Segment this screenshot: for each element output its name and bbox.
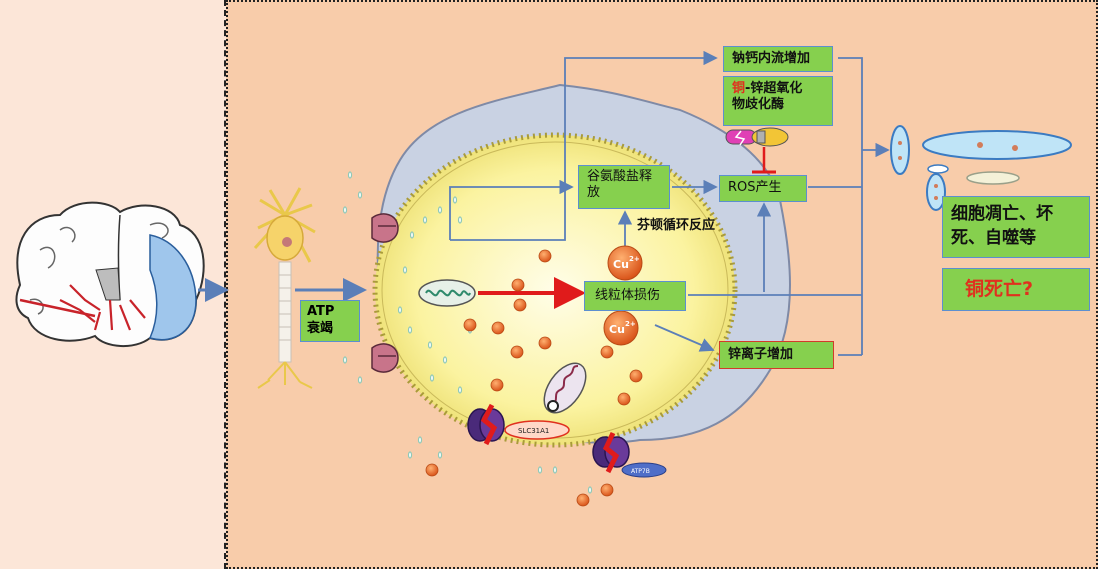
cell-death-line2: 死、自噬等 <box>951 227 1036 248</box>
brain-icon <box>15 201 205 348</box>
enzyme-icon <box>725 127 789 147</box>
slc31a1-label: SLC31A1 <box>518 427 549 435</box>
ros-label: ROS产生 <box>728 180 782 195</box>
fenton-reaction-label: 芬顿循环反应 <box>637 218 716 233</box>
na-ca-influx-label: 钠钙内流增加 <box>732 51 811 66</box>
sod-line1-rest: -锌超氧化 <box>745 81 803 96</box>
vesicle-dots <box>342 171 593 494</box>
na-ca-influx-box: 钠钙内流增加 <box>723 46 833 72</box>
cu-ion-label-1: Cu <box>613 258 629 271</box>
glutamate-release-box: 谷氨酸盐释 放 <box>578 165 670 209</box>
zinc-increase-label: 锌离子增加 <box>728 347 794 362</box>
cuproptosis-label: 铜死亡? <box>965 278 1034 300</box>
ion-channel-icon <box>371 213 399 373</box>
cuproptosis-box: 铜死亡? <box>942 268 1090 311</box>
slc31a1-marker <box>504 420 570 440</box>
sod-line1: 铜-锌超氧化 <box>732 81 824 97</box>
atp7b-label: ATP7B <box>631 468 650 475</box>
mito-damage-label: 线粒体损伤 <box>595 288 661 303</box>
flow-arrows <box>449 50 890 356</box>
ros-production-box: ROS产生 <box>719 175 807 202</box>
sod-box: 铜-锌超氧化 物歧化酶 <box>723 76 833 126</box>
sod-copper-char: 铜 <box>732 81 746 96</box>
atp7b-marker <box>621 462 667 478</box>
neuron-icon <box>253 187 316 389</box>
sod-line2: 物歧化酶 <box>732 97 785 113</box>
cu-charge-label-2: 2+ <box>625 320 636 328</box>
mito-damage-box: 线粒体损伤 <box>584 281 686 311</box>
cu-ion-label-2: Cu <box>609 323 625 336</box>
atp-failure-box: ATP 衰竭 <box>300 300 360 342</box>
glutamate-line1: 谷氨酸盐释 <box>587 169 653 184</box>
copper-ion-icon <box>603 245 643 346</box>
cell-death-box: 细胞凋亡、坏 死、自噬等 <box>942 196 1090 258</box>
copper-particles <box>425 249 643 507</box>
zinc-increase-box: 锌离子增加 <box>719 341 834 369</box>
glutamate-line2: 放 <box>587 185 601 201</box>
cell-outcome-icon <box>890 125 1072 211</box>
transporter-icon <box>467 403 630 474</box>
mitochondrion-icon <box>418 279 587 414</box>
atp-line1: ATP <box>307 304 335 319</box>
cell-death-line1: 细胞凋亡、坏 <box>951 204 1053 224</box>
cu-charge-label-1: 2+ <box>629 255 640 263</box>
atp-line2: 衰竭 <box>307 320 334 336</box>
